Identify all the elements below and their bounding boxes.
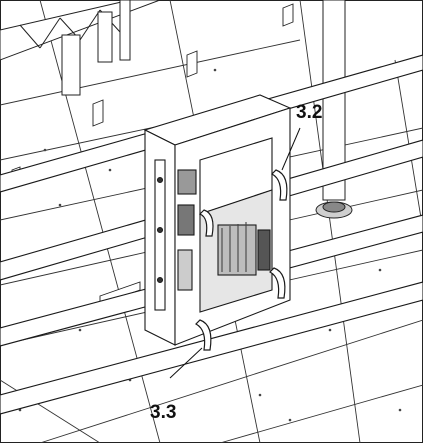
support-column xyxy=(315,0,353,219)
pipe-clamps xyxy=(195,169,288,351)
overhead-truss xyxy=(0,0,161,96)
control-cabinet xyxy=(143,94,292,346)
callout-label: 3.2 xyxy=(296,102,322,123)
leader-lines xyxy=(169,127,301,379)
callout-label: 3.3 xyxy=(150,402,176,423)
